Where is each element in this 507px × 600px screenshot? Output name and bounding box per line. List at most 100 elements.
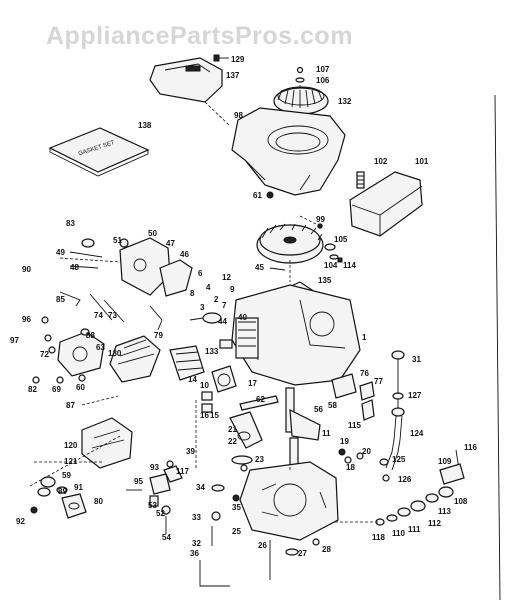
part-85 (59, 291, 81, 307)
part-bolt-102 (356, 171, 365, 189)
part-gasket-set: GASKET SET (48, 127, 150, 177)
label-22: 22 (228, 437, 237, 446)
part-engine-block (231, 284, 361, 386)
dashed-guide (204, 101, 231, 127)
label-74: 74 (94, 311, 103, 320)
label-17: 17 (248, 379, 257, 388)
part-113 (425, 493, 439, 503)
part-77 (359, 381, 375, 401)
part-linkage-73 (103, 299, 125, 323)
label-69: 69 (52, 385, 61, 394)
label-51: 51 (113, 236, 122, 245)
part-screw-45 (269, 267, 286, 271)
label-12: 12 (222, 273, 231, 282)
label-62: 62 (256, 395, 265, 404)
label-60: 60 (76, 383, 85, 392)
part-92 (30, 506, 38, 514)
part-51 (119, 238, 129, 248)
label-77: 77 (374, 377, 383, 386)
label-4: 4 (206, 283, 211, 292)
label-90: 90 (22, 265, 31, 274)
label-28: 28 (322, 545, 331, 554)
part-59 (40, 476, 56, 488)
part-36 (199, 560, 230, 587)
part-dipstick (391, 350, 405, 410)
part-117 (163, 465, 183, 483)
label-99: 99 (316, 215, 325, 224)
part-intake-14 (169, 345, 205, 381)
part-96 (41, 316, 49, 324)
part-108 (438, 486, 454, 498)
label-97: 97 (10, 336, 19, 345)
part-nut-105 (324, 243, 336, 251)
label-79: 79 (154, 331, 163, 340)
part-133 (219, 339, 233, 349)
label-25: 25 (232, 527, 241, 536)
part-gasket-46 (159, 259, 193, 297)
part-109 (439, 463, 465, 485)
label-36: 36 (190, 549, 199, 558)
part-126 (382, 474, 390, 482)
part-53 (161, 505, 171, 515)
label-106: 106 (316, 76, 330, 85)
part-blower-housing (231, 107, 346, 196)
label-39: 39 (186, 447, 195, 456)
label-47: 47 (166, 239, 175, 248)
label-83: 83 (66, 219, 75, 228)
label-7: 7 (222, 301, 227, 310)
part-52 (149, 495, 159, 507)
part-40 (189, 312, 222, 324)
label-92: 92 (16, 517, 25, 526)
label-59: 59 (62, 471, 71, 480)
part-33 (211, 511, 221, 521)
label-89: 89 (58, 487, 67, 496)
label-16: 16 (200, 411, 209, 420)
label-63: 63 (96, 343, 105, 352)
part-washer-106 (295, 77, 305, 83)
label-1: 1 (362, 333, 367, 342)
label-44: 44 (218, 317, 227, 326)
label-95: 95 (134, 477, 143, 486)
part-shroud-cover (149, 57, 223, 103)
label-11: 11 (322, 429, 331, 438)
part-rotating-screen (273, 86, 329, 115)
part-97 (44, 334, 52, 342)
label-46: 46 (180, 250, 189, 259)
label-110: 110 (392, 529, 405, 538)
part-piston-10 (211, 365, 237, 393)
label-98: 98 (234, 111, 243, 120)
label-33: 33 (192, 513, 201, 522)
part-muffler-101 (349, 171, 423, 237)
label-23: 23 (255, 455, 264, 464)
label-31: 31 (412, 355, 421, 364)
label-104: 104 (324, 261, 338, 270)
part-35 (232, 494, 240, 502)
label-108: 108 (454, 497, 468, 506)
label-27: 27 (298, 549, 307, 558)
part-screw-129 (213, 54, 229, 62)
part-linkage-74 (89, 293, 113, 321)
label-3: 3 (200, 303, 205, 312)
part-23 (240, 464, 248, 472)
label-130: 130 (108, 349, 122, 358)
label-126: 126 (398, 475, 412, 484)
label-53: 53 (148, 501, 157, 510)
label-34: 34 (196, 483, 205, 492)
part-127 (392, 392, 404, 400)
part-labels: 129 137 107 106 132 138 98 102 101 61 99… (10, 55, 477, 558)
label-76: 76 (360, 369, 369, 378)
part-washer-104 (329, 254, 339, 260)
part-screw-61 (266, 191, 274, 199)
label-138: 138 (138, 121, 152, 130)
label-129: 129 (231, 55, 245, 64)
label-137: 137 (226, 71, 240, 80)
label-6: 6 (198, 269, 203, 278)
part-bracket-76 (331, 373, 357, 399)
label-91: 91 (74, 483, 83, 492)
label-40: 40 (238, 313, 247, 322)
label-135: 135 (318, 276, 332, 285)
part-connecting-rod (229, 411, 263, 449)
label-120: 120 (64, 441, 78, 450)
label-118: 118 (372, 533, 385, 542)
label-15: 15 (210, 411, 219, 420)
